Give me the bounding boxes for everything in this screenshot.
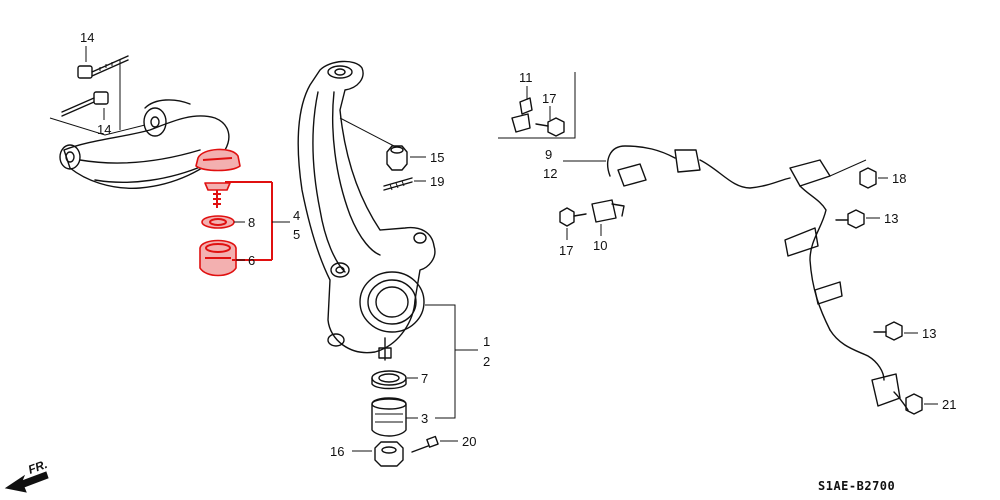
callout-19: 19 — [430, 174, 444, 189]
bolt-19 — [383, 177, 413, 191]
bolt-13-upper — [835, 209, 865, 229]
clip-11 — [511, 97, 533, 133]
callout-11: 11 — [519, 70, 533, 85]
callout-9: 9 — [545, 147, 552, 162]
bolt-17-box — [535, 117, 565, 137]
bolt-14-upper — [77, 55, 129, 79]
upper-control-arm — [49, 55, 230, 189]
knuckle-stud — [378, 337, 392, 361]
callout-2: 2 — [483, 354, 490, 369]
bolt-21 — [905, 393, 923, 415]
callout-21: 21 — [942, 397, 956, 412]
callout-6: 6 — [248, 253, 255, 268]
callout-20: 20 — [462, 434, 476, 449]
callout-14-upper: 14 — [80, 30, 94, 45]
callout-13-lower: 13 — [922, 326, 936, 341]
front-direction-arrow: FR. — [4, 457, 49, 493]
callout-18: 18 — [892, 171, 906, 186]
boot-3 — [371, 397, 407, 437]
callout-14-lower: 14 — [97, 122, 111, 137]
clip-10 — [591, 199, 625, 223]
bolt-18 — [859, 167, 877, 189]
callout-5: 5 — [293, 227, 300, 242]
bolt-14-lower — [61, 91, 109, 117]
steering-knuckle — [297, 60, 436, 354]
callout-12: 12 — [543, 166, 557, 181]
wheel-speed-sensor-wire — [607, 145, 909, 411]
front-label: FR. — [26, 457, 49, 477]
callout-8: 8 — [248, 215, 255, 230]
callout-4: 4 — [293, 208, 300, 223]
callout-17-lower: 17 — [559, 243, 573, 258]
callout-1: 1 — [483, 334, 490, 349]
bolt-20 — [411, 435, 439, 453]
callout-17-box: 17 — [542, 91, 556, 106]
bolt-17-lower — [559, 207, 587, 227]
callout-3: 3 — [421, 411, 428, 426]
bolt-13-lower — [873, 321, 903, 341]
ball-joint-kit-highlight — [195, 148, 241, 277]
diagram-code: S1AE-B2700 — [818, 479, 895, 493]
callout-15: 15 — [430, 150, 444, 165]
nut-15 — [386, 145, 408, 171]
nut-16 — [374, 441, 404, 467]
bearing-7 — [371, 370, 407, 390]
callout-7: 7 — [421, 371, 428, 386]
callout-13-upper: 13 — [884, 211, 898, 226]
callout-16: 16 — [330, 444, 344, 459]
callout-10: 10 — [593, 238, 607, 253]
